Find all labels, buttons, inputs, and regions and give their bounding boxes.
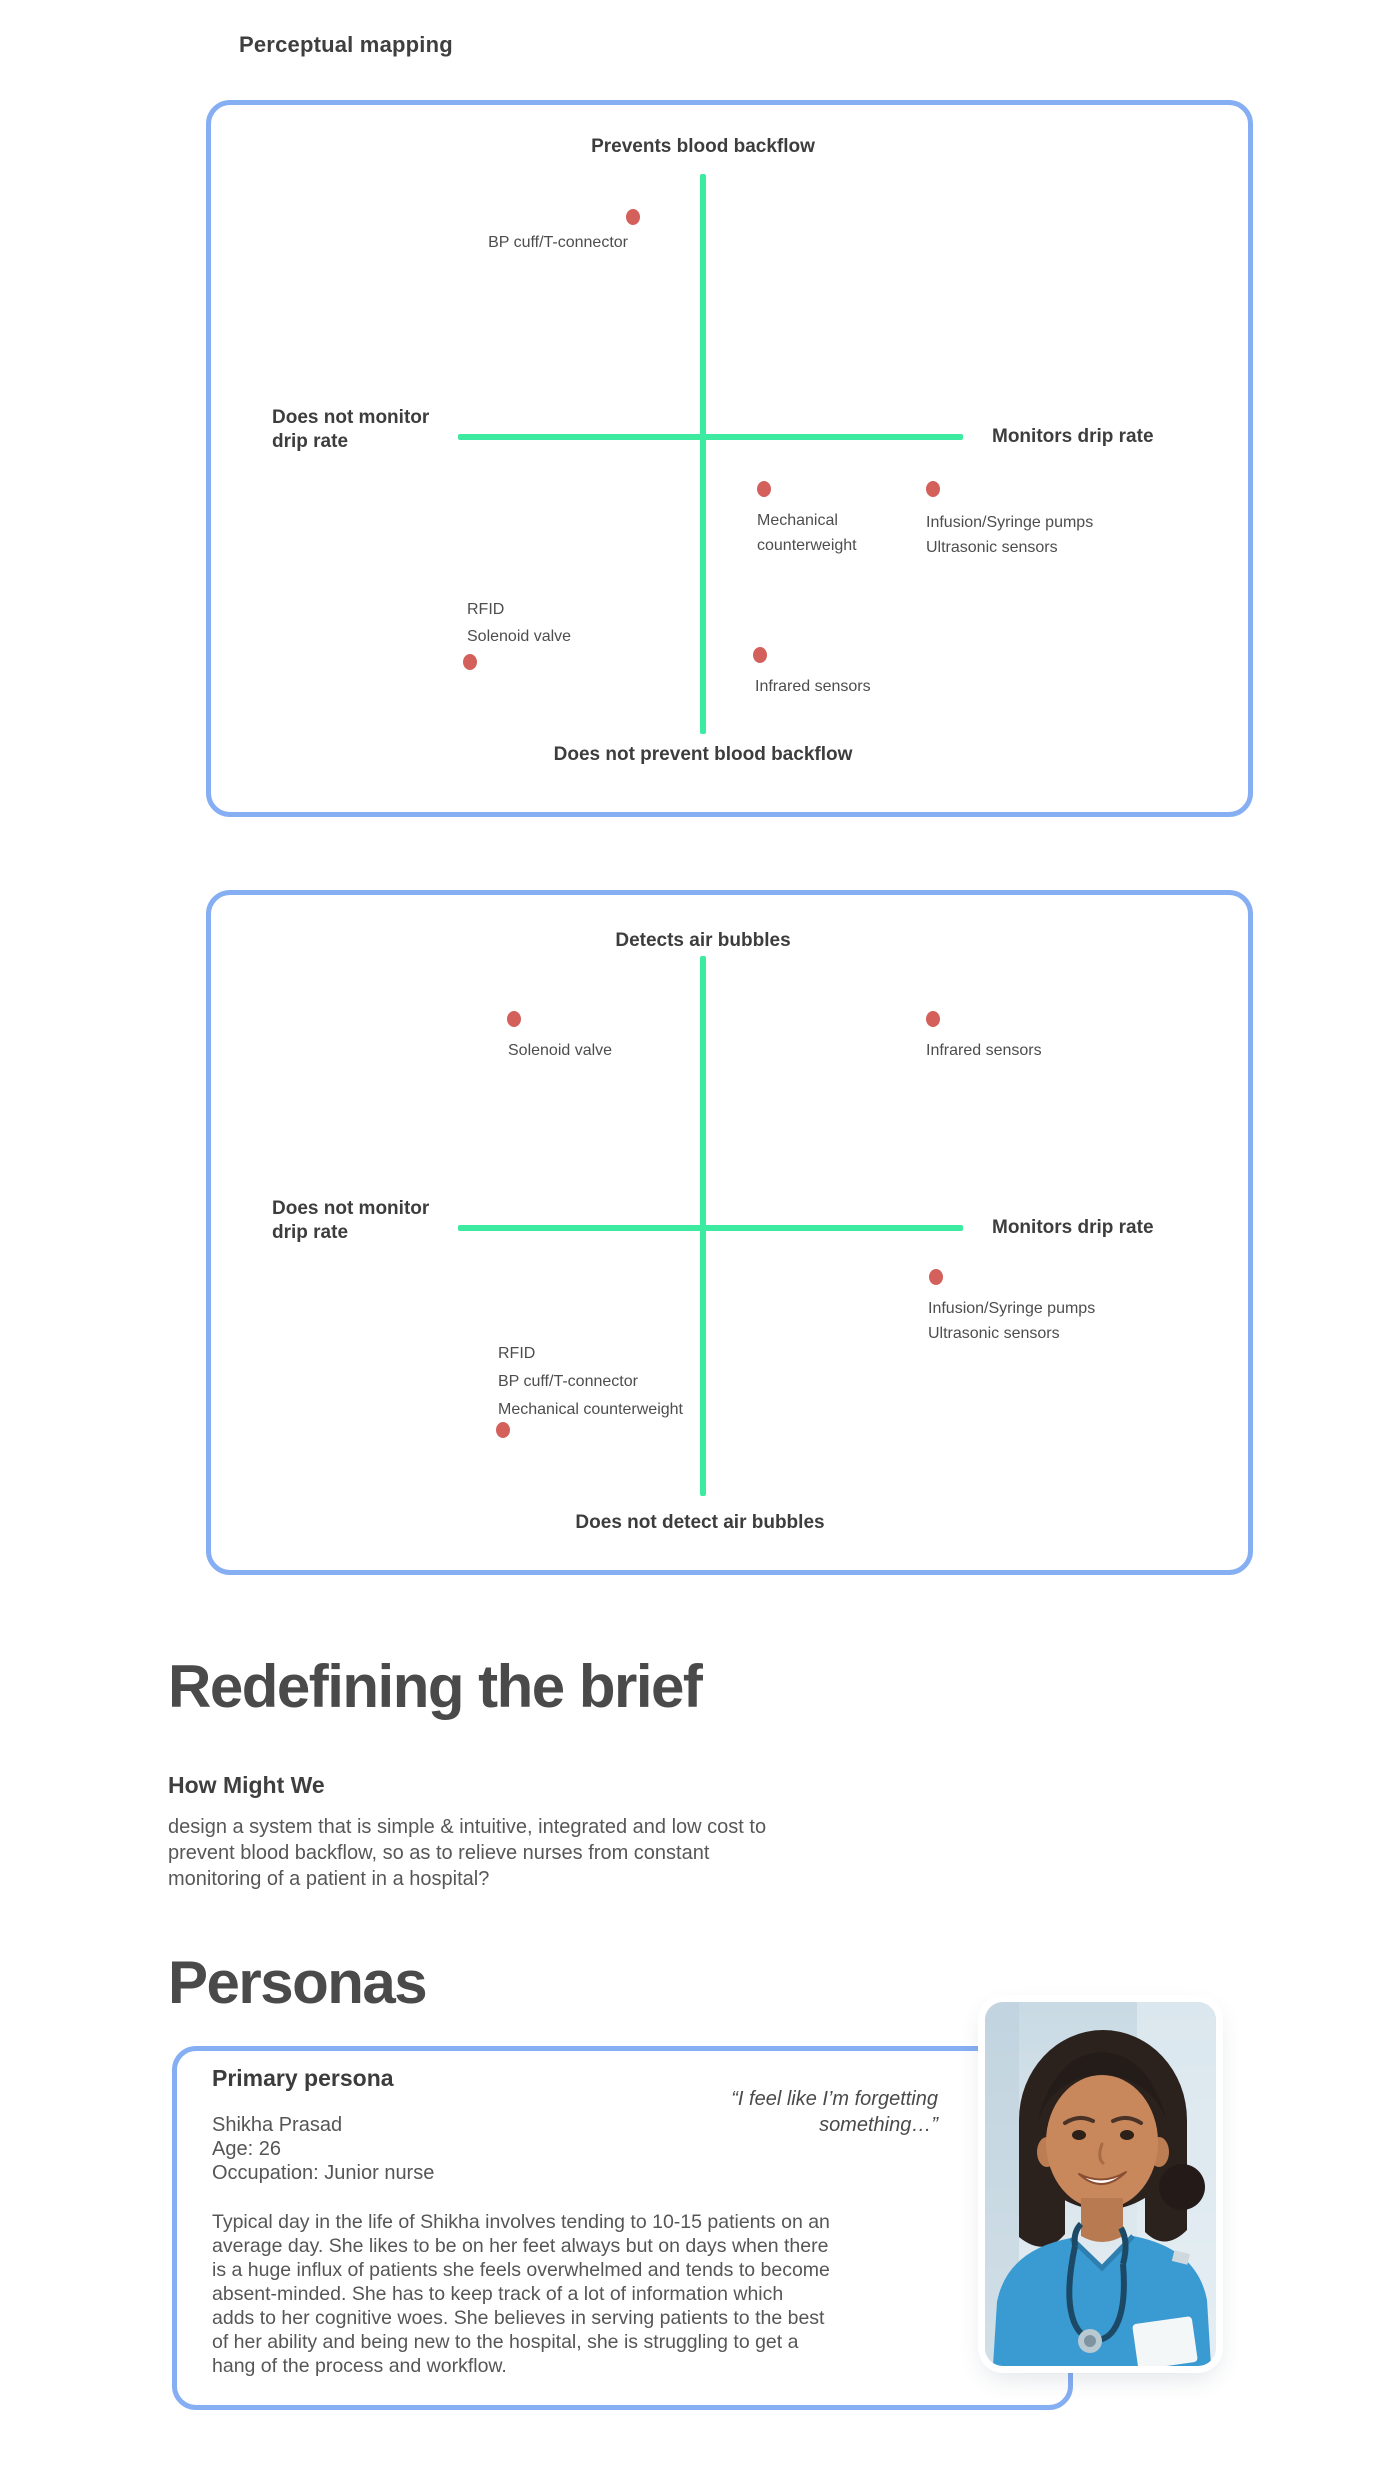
- map-point-dot: [463, 654, 477, 670]
- map-point-dot: [757, 481, 771, 497]
- map-point-label: RFID BP cuff/T-connector Mechanical coun…: [498, 1345, 683, 1418]
- map-point-label: RFID Solenoid valve: [467, 601, 572, 645]
- persona-occupation: Occupation: Junior nurse: [212, 2162, 435, 2184]
- axis-right-label: Monitors drip rate: [992, 426, 1154, 447]
- nurse-portrait-illustration: [985, 2002, 1216, 2366]
- map-point-dot: [753, 647, 767, 663]
- persona-bio: Typical day in the life of Shikha involv…: [212, 2211, 830, 2377]
- map-point-label: Infrared sensors: [926, 1042, 1042, 1059]
- heading-how-might-we: How Might We: [168, 1772, 325, 1798]
- axis-top-label: Detects air bubbles: [615, 930, 791, 951]
- horizontal-axis-line: [458, 1225, 963, 1231]
- axis-top-label: Prevents blood backflow: [591, 136, 815, 157]
- horizontal-axis-line: [458, 434, 963, 440]
- heading-personas: Personas: [168, 1949, 428, 2016]
- map-point-label: Mechanical counterweight: [757, 512, 857, 554]
- axis-right-label: Monitors drip rate: [992, 1217, 1154, 1238]
- persona-card-title: Primary persona: [212, 2065, 394, 2091]
- vertical-axis-line: [700, 174, 706, 734]
- map-point-dot: [496, 1422, 510, 1438]
- persona-identity: Shikha Prasad Age: 26 Occupation: Junior…: [212, 2113, 434, 2185]
- axis-bottom-label: Does not prevent blood backflow: [553, 744, 853, 765]
- map-point-dot: [926, 481, 940, 497]
- map-point-dot: [926, 1011, 940, 1027]
- map-point-label: BP cuff/T-connector: [488, 234, 628, 251]
- axis-bottom-label: Does not detect air bubbles: [575, 1512, 825, 1533]
- persona-quote: “I feel like I’m forgetting something…”: [731, 2088, 938, 2136]
- persona-photo: [985, 2002, 1216, 2366]
- persona-name: Shikha Prasad: [212, 2114, 343, 2136]
- map-point-label: Infusion/Syringe pumps Ultrasonic sensor…: [928, 1300, 1096, 1342]
- map-point-dot: [626, 209, 640, 225]
- section-header-perceptual-mapping: Perceptual mapping: [239, 32, 453, 57]
- map-point-dot: [507, 1011, 521, 1027]
- map-point-label: Infusion/Syringe pumps Ultrasonic sensor…: [926, 514, 1094, 556]
- heading-redefining-brief: Redefining the brief: [168, 1653, 703, 1720]
- primary-persona-card: Primary persona “I feel like I’m forgett…: [172, 2046, 1073, 2410]
- map-point-dot: [929, 1269, 943, 1285]
- persona-age: Age: 26: [212, 2138, 281, 2160]
- map-point-label: Solenoid valve: [508, 1042, 613, 1059]
- axis-left-label: Does not monitor drip rate: [272, 1198, 430, 1243]
- axis-left-label: Does not monitor drip rate: [272, 407, 430, 452]
- how-might-we-text: design a system that is simple & intuiti…: [168, 1816, 767, 1890]
- map-point-label: Infrared sensors: [755, 678, 871, 695]
